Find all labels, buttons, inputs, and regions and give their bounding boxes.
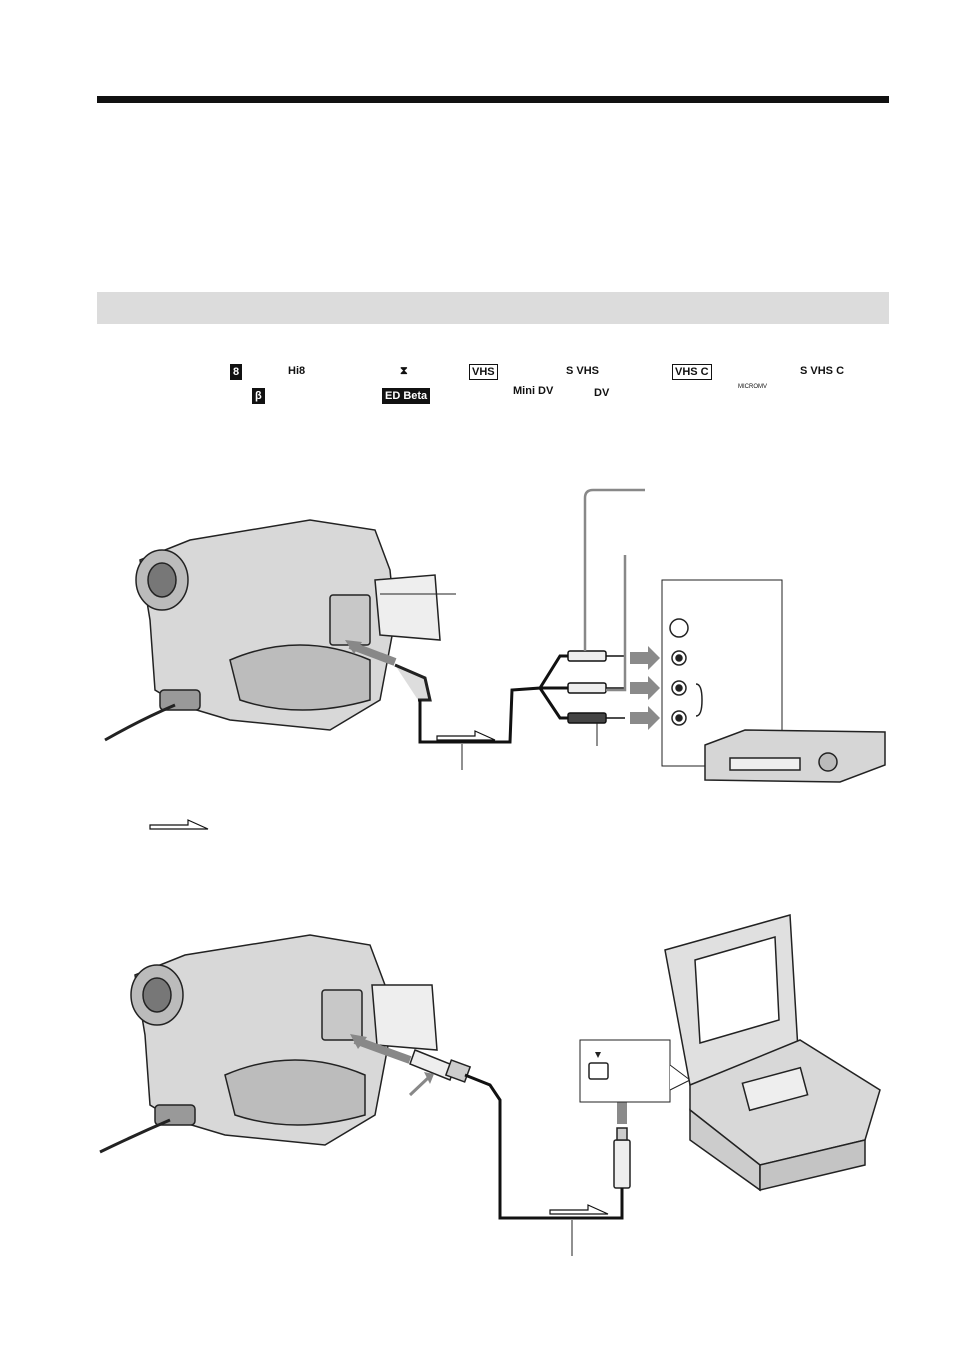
format-8-logo: 8 (230, 364, 243, 380)
format-vhsc-logo: VHS C (672, 364, 712, 380)
camcorder-icon-2 (130, 934, 438, 1146)
format-dv-logo: DV (594, 387, 610, 399)
top-rule (97, 96, 889, 103)
format-micromv-logo: MICROMV (738, 384, 767, 390)
av-cable-icon (567, 650, 625, 724)
i-link-cable-icon (409, 1049, 631, 1189)
format-vhs-logo: VHS (469, 364, 498, 380)
camcorder-icon (135, 519, 441, 731)
format-digital8-logo: ⧗ (400, 365, 408, 377)
micromv-deck-icon (664, 914, 881, 1192)
format-svhsc-logo: S VHS C (800, 365, 845, 377)
format-beta-logo: β (252, 388, 265, 404)
format-svhs-logo: S VHS (566, 365, 600, 377)
gray-arrows (630, 646, 660, 730)
vcr-jacks (669, 618, 703, 726)
format-minidv-logo: Mini DV (513, 385, 554, 397)
format-hi8-logo: Hi8 (288, 365, 306, 377)
i-link-callout (579, 1039, 691, 1103)
format-edbeta-logo: ED Beta (382, 388, 431, 404)
section-band (97, 292, 889, 324)
signal-flow-arrow-icon (436, 730, 496, 741)
vcr-icon (704, 729, 886, 783)
